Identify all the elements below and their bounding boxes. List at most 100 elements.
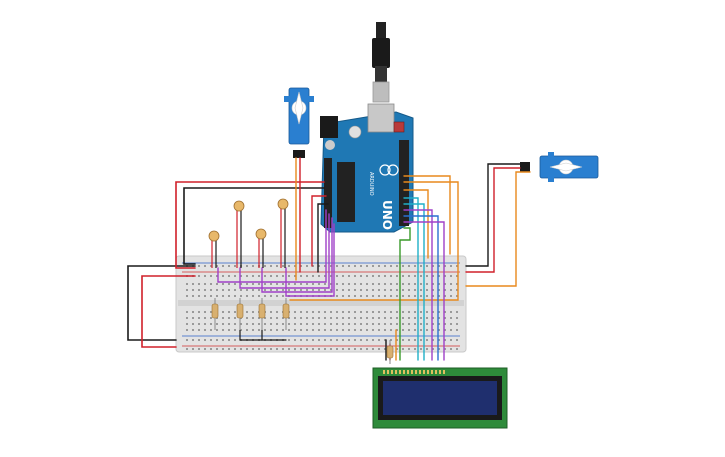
breadboard-hole (318, 317, 320, 319)
breadboard-hole (228, 323, 230, 325)
breadboard-hole (324, 289, 326, 291)
breadboard-hole (294, 275, 296, 277)
breadboard-hole (318, 283, 320, 285)
breadboard-hole (318, 265, 320, 267)
breadboard-hole (210, 323, 212, 325)
breadboard-hole (348, 311, 350, 313)
breadboard-hole (456, 317, 458, 319)
breadboard-hole (234, 329, 236, 331)
photoresistor-3[interactable] (255, 228, 267, 268)
breadboard-hole (426, 317, 428, 319)
breadboard-hole (408, 275, 410, 277)
breadboard-hole (318, 311, 320, 313)
breadboard-hole (342, 348, 344, 350)
photoresistor-2[interactable] (233, 200, 245, 268)
lcd-pin (419, 370, 421, 374)
breadboard-hole (246, 265, 248, 267)
breadboard-hole (432, 317, 434, 319)
arduino-uno-board[interactable]: UNO ARDUINO (320, 103, 414, 233)
breadboard-hole (384, 289, 386, 291)
lcd-pin (395, 370, 397, 374)
breadboard-hole (204, 289, 206, 291)
breadboard-hole (432, 283, 434, 285)
breadboard-hole (336, 329, 338, 331)
breadboard-hole (288, 265, 290, 267)
breadboard-hole (222, 283, 224, 285)
breadboard-hole (300, 311, 302, 313)
breadboard-hole (372, 317, 374, 319)
breadboard-hole (258, 283, 260, 285)
breadboard-hole (342, 275, 344, 277)
breadboard-hole (336, 295, 338, 297)
breadboard-hole (426, 275, 428, 277)
breadboard-hole (216, 329, 218, 331)
breadboard-hole (390, 323, 392, 325)
breadboard-hole (408, 323, 410, 325)
resistor-2[interactable] (236, 298, 244, 330)
lcd-pin (391, 370, 393, 374)
breadboard-hole (366, 317, 368, 319)
breadboard-hole (318, 339, 320, 341)
breadboard-hole (186, 311, 188, 313)
reset-button[interactable] (393, 121, 405, 133)
breadboard-hole (354, 311, 356, 313)
breadboard-hole (342, 311, 344, 313)
resistor-lcd-backlight[interactable] (386, 340, 394, 364)
photoresistor-4[interactable] (277, 198, 289, 268)
breadboard-hole (300, 275, 302, 277)
breadboard-hole (366, 311, 368, 313)
breadboard-hole (354, 275, 356, 277)
breadboard-hole (306, 348, 308, 350)
breadboard-hole (426, 283, 428, 285)
breadboard-hole (414, 311, 416, 313)
photoresistor-1[interactable] (208, 230, 220, 268)
breadboard-hole (420, 323, 422, 325)
breadboard-hole (192, 283, 194, 285)
breadboard-hole (348, 275, 350, 277)
breadboard-hole (324, 329, 326, 331)
breadboard-hole (246, 317, 248, 319)
breadboard-hole (252, 329, 254, 331)
breadboard-hole (252, 348, 254, 350)
breadboard-hole (210, 265, 212, 267)
resistor-3[interactable] (258, 298, 266, 330)
breadboard-hole (372, 329, 374, 331)
breadboard-hole (438, 265, 440, 267)
lcd-pin-header (383, 370, 445, 374)
breadboard-hole (348, 295, 350, 297)
breadboard-hole (198, 265, 200, 267)
resistor-4[interactable] (282, 298, 290, 330)
breadboard-hole (216, 289, 218, 291)
breadboard-hole (396, 339, 398, 341)
breadboard-hole (378, 317, 380, 319)
breadboard-hole (372, 311, 374, 313)
breadboard-hole (222, 295, 224, 297)
breadboard-hole (324, 348, 326, 350)
lcd-pin (403, 370, 405, 374)
breadboard-hole (438, 289, 440, 291)
breadboard-hole (366, 289, 368, 291)
breadboard-hole (378, 348, 380, 350)
breadboard[interactable] (175, 255, 467, 353)
breadboard-hole (378, 275, 380, 277)
breadboard-hole (414, 265, 416, 267)
breadboard-hole (186, 289, 188, 291)
breadboard-hole (366, 275, 368, 277)
breadboard-hole (456, 295, 458, 297)
lcd-16x2[interactable] (372, 367, 508, 429)
breadboard-hole (234, 311, 236, 313)
breadboard-hole (456, 323, 458, 325)
breadboard-hole (198, 317, 200, 319)
breadboard-hole (210, 295, 212, 297)
servo-motor-left[interactable] (284, 87, 314, 158)
breadboard-hole (246, 329, 248, 331)
resistor-1[interactable] (211, 298, 219, 330)
lcd-pin (399, 370, 401, 374)
breadboard-hole (270, 295, 272, 297)
breadboard-hole (246, 283, 248, 285)
breadboard-hole (312, 339, 314, 341)
breadboard-hole (432, 295, 434, 297)
breadboard-hole (312, 283, 314, 285)
breadboard-hole (312, 275, 314, 277)
servo-motor-right[interactable] (520, 152, 599, 182)
